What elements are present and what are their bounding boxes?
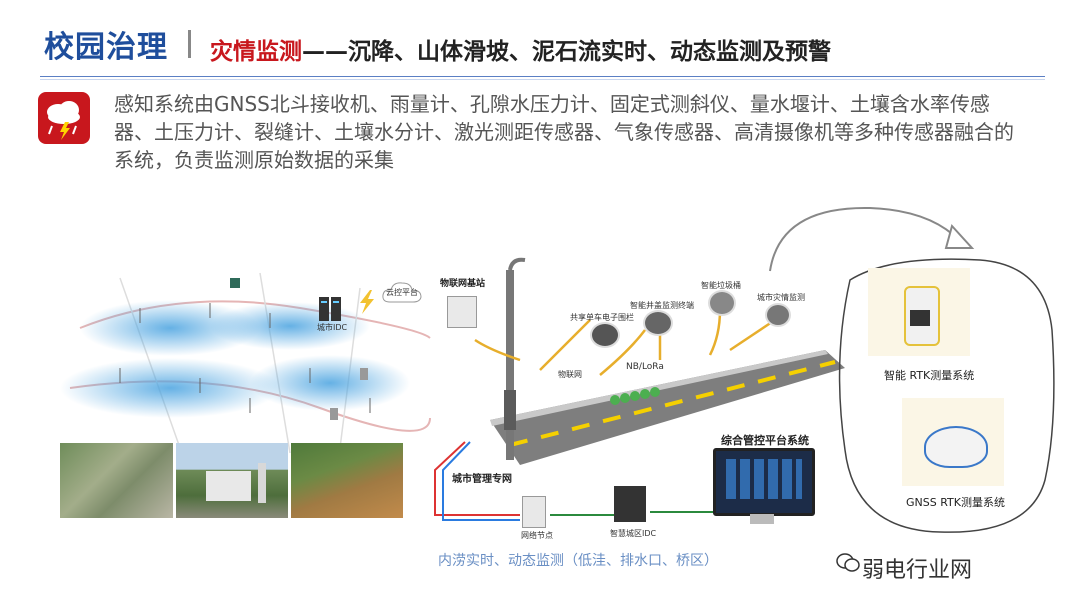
city-disaster-label: 城市灾情监测 <box>757 293 805 302</box>
title-highlight: 灾情监测 <box>210 39 302 65</box>
curved-arrow <box>769 206 975 272</box>
title-divider <box>188 30 191 58</box>
shared-bike-label: 共享单车电子围栏 <box>570 313 634 322</box>
monitor-screen <box>713 448 815 516</box>
smart-manhole-icon <box>643 310 673 336</box>
smart-bin-icon <box>708 290 736 316</box>
road-scene <box>430 250 850 480</box>
city-net-label: 城市管理专网 <box>452 474 512 485</box>
city-idc-label: 城市IDC <box>317 323 348 332</box>
cloud-platform-label: 云控平台 <box>386 288 418 297</box>
platform-label: 综合管控平台系统 <box>721 434 809 447</box>
bottom-caption: 内涝实时、动态监测（低洼、排水口、桥区） <box>438 553 718 569</box>
city-sensor-map <box>60 268 440 458</box>
header-rule <box>40 76 1045 77</box>
network-node-icon <box>522 496 546 528</box>
wechat-icon <box>836 552 860 578</box>
title-rest: ——沉降、山体滑坡、泥石流实时、动态监测及预警 <box>302 39 831 65</box>
page-title: 灾情监测——沉降、山体滑坡、泥石流实时、动态监测及预警 <box>210 32 831 66</box>
iot-net-label: 物联网 <box>558 370 582 379</box>
server-icon <box>318 296 344 326</box>
iot-station-icon <box>447 296 477 328</box>
smart-bin-label: 智能垃圾桶 <box>701 281 741 290</box>
network-lines <box>434 441 715 521</box>
storm-icon <box>38 92 90 144</box>
device-panel-outline <box>838 258 1055 533</box>
rtk-smart-device <box>868 268 970 356</box>
cloud-platform-icon <box>380 278 424 310</box>
city-disaster-icon <box>765 303 791 327</box>
gnss-rtk-device <box>902 398 1004 486</box>
description-text: 感知系统由GNSS北斗接收机、雨量计、孔隙水压力计、固定式测斜仪、量水堰计、土壤… <box>114 92 1014 172</box>
monitor-stand <box>750 514 774 524</box>
idc-label: 智慧城区IDC <box>610 529 657 538</box>
header-rule-light <box>40 79 1045 80</box>
gnss-rtk-label: GNSS RTK测量系统 <box>906 496 1005 509</box>
smart-manhole-label: 智能井盖监测终端 <box>630 301 694 310</box>
rtk-smart-label: 智能 RTK测量系统 <box>884 369 975 382</box>
network-node-label: 网络节点 <box>521 531 553 540</box>
nb-lora-label: NB/LoRa <box>626 362 664 372</box>
lightning-icon <box>356 290 378 318</box>
satellite-photo <box>60 443 173 518</box>
landslide-photo <box>291 443 403 518</box>
shared-bike-icon <box>590 322 620 348</box>
idc-server-icon <box>614 486 646 522</box>
campus-photo <box>176 443 288 518</box>
section-title: 校园治理 <box>44 30 168 65</box>
iot-station-label: 物联网基站 <box>440 279 486 289</box>
watermark: 弱电行业网 <box>862 558 973 583</box>
